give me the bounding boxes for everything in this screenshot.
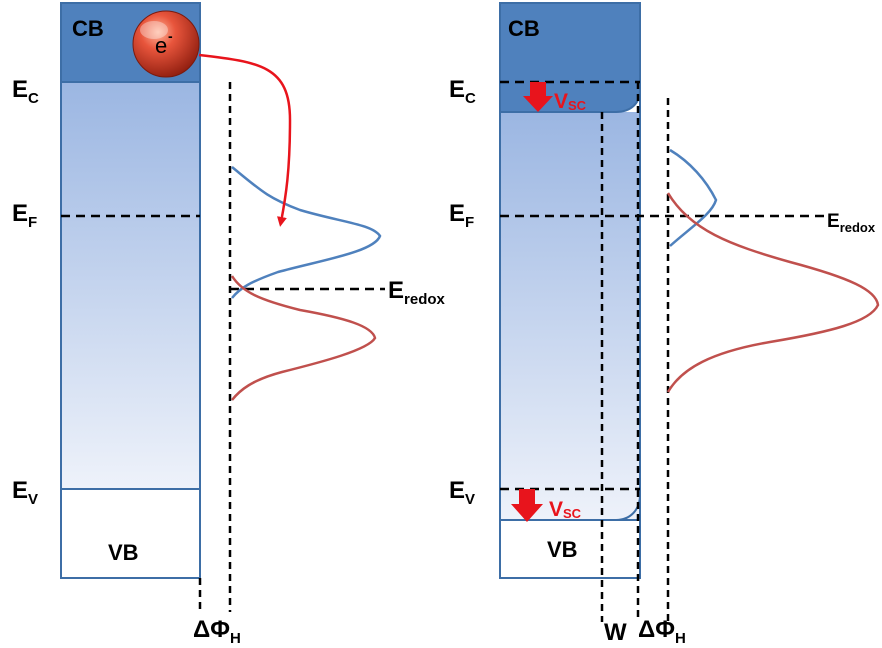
electron-charge: -	[168, 28, 173, 44]
right-ev-label: EV	[449, 477, 475, 508]
right-ec-label: EC	[449, 76, 476, 107]
left-acceptor-curve	[230, 275, 377, 401]
vsc-bottom-arrow-icon	[511, 489, 543, 522]
right-donor-curve	[669, 148, 718, 247]
left-delta-phi-label: ΔΦH	[193, 616, 241, 647]
vsc-top-label: VSC	[554, 90, 587, 113]
right-panel: CB VB VSC VSC EC EF EV Eredox W ΔΦH	[449, 2, 880, 647]
vsc-top-arrow-icon	[523, 82, 553, 112]
right-ef-label: EF	[449, 200, 474, 231]
left-donor-curve	[231, 166, 382, 299]
right-acceptor-curve	[666, 192, 880, 393]
left-ef-label: EF	[12, 200, 37, 231]
left-valence-band	[60, 488, 201, 579]
electron-icon: e -	[132, 10, 200, 78]
left-cb-label: CB	[72, 16, 104, 41]
w-label: W	[604, 619, 627, 646]
left-band-gap	[61, 82, 200, 489]
vsc-bottom-label: VSC	[549, 498, 582, 521]
left-panel: CB VB e - EC EF EV Eredox ΔΦH	[12, 2, 446, 647]
right-delta-phi-label: ΔΦH	[638, 616, 686, 647]
left-semiconductor-outline	[60, 2, 201, 579]
left-vb-label: VB	[108, 540, 139, 565]
right-vb-label: VB	[547, 537, 578, 562]
electron-transfer-arrow	[198, 53, 292, 227]
right-cb-label: CB	[508, 16, 540, 41]
left-ec-label: EC	[12, 76, 39, 107]
electron-label: e	[155, 33, 167, 58]
right-semiconductor-outline	[499, 2, 641, 579]
left-ev-label: EV	[12, 477, 38, 508]
right-eredox-label: Eredox	[827, 211, 876, 235]
right-band-gap	[500, 112, 640, 520]
left-eredox-label: Eredox	[388, 277, 446, 308]
